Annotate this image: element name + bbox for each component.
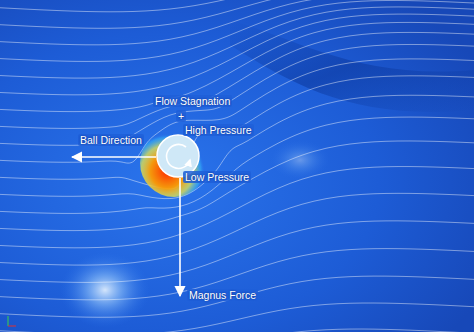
streamline	[0, 167, 474, 248]
streamline	[0, 59, 474, 163]
streamline	[0, 44, 474, 145]
force-label: Magnus Force	[187, 289, 258, 301]
pressure-label: High Pressure	[183, 124, 254, 136]
streamline	[0, 193, 474, 265]
streamline	[0, 0, 474, 61]
streamline	[0, 141, 474, 231]
streamline	[0, 221, 474, 283]
stagnation-marker: +	[176, 110, 186, 122]
streamline	[0, 95, 474, 198]
streamline	[0, 7, 474, 78]
streamline	[0, 117, 474, 213]
streamline	[0, 22, 474, 111]
streamline	[0, 329, 474, 332]
streamline	[0, 303, 474, 332]
streamline	[0, 76, 474, 189]
streamline	[0, 276, 474, 317]
pressure-label: Low Pressure	[183, 171, 251, 183]
streamline	[0, 32, 474, 128]
streamline	[0, 0, 474, 12]
stagnation-label: Flow Stagnation	[153, 95, 232, 107]
direction-label: Ball Direction	[78, 134, 144, 146]
